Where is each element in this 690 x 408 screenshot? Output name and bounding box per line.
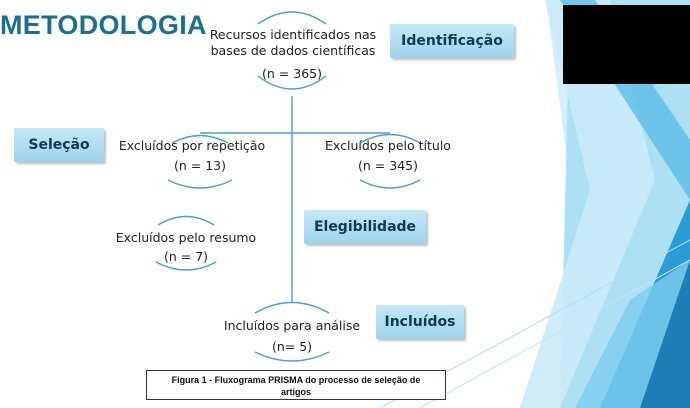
redacted-box [563, 5, 690, 84]
node-titulo-count: (n = 345) [358, 158, 418, 173]
stage-identificacao: Identificação [390, 24, 514, 58]
page-title: METODOLOGIA [0, 10, 207, 40]
node-recursos-count: (n = 365) [262, 66, 322, 81]
caption-line1: Figura 1 - Fluxograma PRISMA do processo… [171, 375, 421, 385]
node-repeticao-count: (n = 13) [173, 158, 226, 173]
figure-caption: Figura 1 - Fluxograma PRISMA do processo… [146, 370, 446, 400]
node-recursos-line1: Recursos identificados nas [209, 27, 377, 42]
stage-selecao: Seleção [14, 128, 104, 162]
node-titulo-label: Excluídos pelo título [325, 138, 451, 153]
node-resumo-count: (n = 7) [163, 249, 209, 264]
node-recursos-line2: bases de dados científicas [210, 43, 376, 58]
caption-line2: artigos [280, 387, 311, 397]
node-repeticao-label: Excluídos por repetição [118, 138, 266, 153]
node-incluidos-count: (n= 5) [271, 339, 313, 354]
stage-incluidos: Incluídos [376, 305, 464, 339]
node-resumo-label: Excluídos pelo resumo [115, 230, 257, 245]
node-incluidos-label: Incluídos para análise [223, 318, 361, 333]
stage-elegibilidade: Elegibilidade [304, 210, 426, 244]
